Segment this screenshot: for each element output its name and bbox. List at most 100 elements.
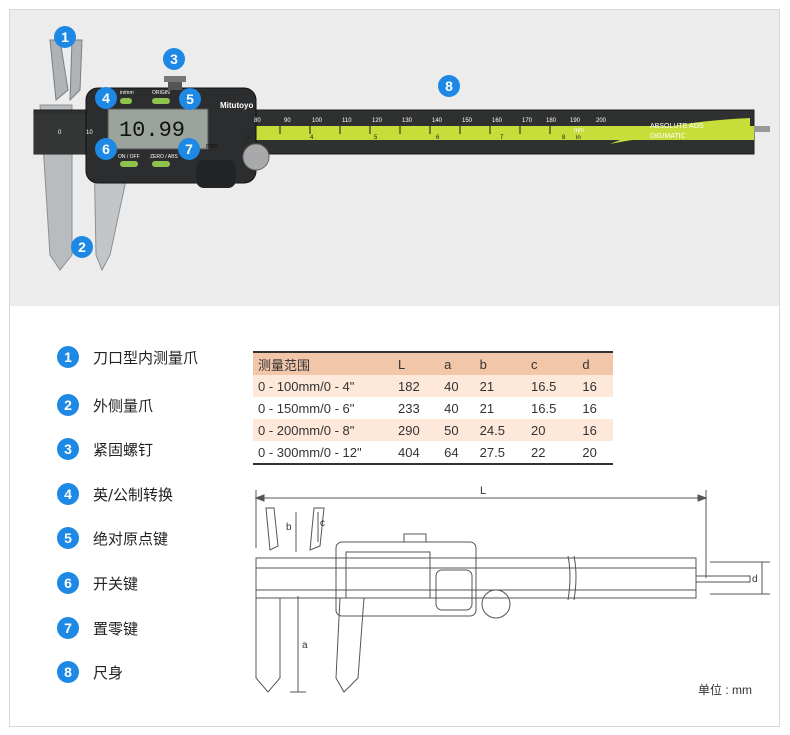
table-row: 0 - 300mm/0 - 12" 404 64 27.5 22 20: [253, 441, 613, 465]
marker-7: 7: [178, 138, 200, 160]
legend-label: 英/公制转换: [93, 485, 174, 504]
column-header: b: [474, 351, 527, 375]
legend-label: 绝对原点键: [93, 529, 169, 548]
legend-label: 紧固螺钉: [93, 440, 154, 459]
spec-table: 测量范围 L a b c d 0 - 100mm/0 - 4" 182 40 2…: [253, 351, 613, 465]
table-cell: 27.5: [474, 441, 527, 465]
table-cell: 20: [526, 419, 578, 441]
legend-item: 5 绝对原点键: [57, 525, 168, 551]
button-inch-mm-label: in/mm: [120, 90, 134, 96]
table-cell: 0 - 150mm/0 - 6": [253, 397, 393, 419]
caliper-illustration: 10.99 mm Mitutoyo in/mm ORIGIN ON / OFF …: [33, 39, 770, 272]
legend-number: 4: [57, 483, 79, 505]
table-cell: 21: [474, 375, 527, 397]
scale-label: 170: [522, 118, 533, 124]
caliper-photo: 10.99 mm Mitutoyo in/mm ORIGIN ON / OFF …: [10, 10, 779, 306]
label-b: b: [286, 522, 292, 533]
scale-label: 8: [562, 135, 566, 141]
scale-label: 160: [492, 118, 503, 124]
display-unit: mm: [206, 143, 218, 150]
legend-label: 外侧量爪: [93, 396, 154, 415]
table-cell: 16: [577, 397, 613, 419]
marker-1: 1: [54, 26, 76, 48]
scale-label: 3: [246, 135, 250, 141]
legend-item: 6 开关键: [57, 570, 138, 596]
table-cell: 233: [393, 397, 440, 419]
scale-label: mm: [574, 128, 584, 134]
legend-number: 1: [57, 346, 79, 368]
column-header: 测量范围: [253, 351, 393, 375]
table-cell: 16: [577, 419, 613, 441]
scale-label: 150: [462, 118, 473, 124]
scale-label: 140: [432, 118, 443, 124]
label-a: a: [302, 640, 308, 651]
scale-label: 80: [254, 118, 261, 124]
legend-number: 2: [57, 394, 79, 416]
scale-label: 200: [596, 118, 607, 124]
display-value: 10.99: [119, 118, 185, 143]
table-row: 0 - 200mm/0 - 8" 290 50 24.5 20 16: [253, 419, 613, 441]
scale-label: 4: [310, 135, 314, 141]
legend-label: 刀口型内测量爪: [93, 348, 199, 367]
table-cell: 0 - 100mm/0 - 4": [253, 375, 393, 397]
legend-number: 3: [57, 438, 79, 460]
legend-number: 8: [57, 661, 79, 683]
table-cell: 290: [393, 419, 440, 441]
legend-item: 4 英/公制转换: [57, 481, 173, 507]
legend-number: 6: [57, 572, 79, 594]
button-zero-label: ZERO / ABS: [150, 154, 178, 160]
scale-label: 180: [546, 118, 557, 124]
marker-8: 8: [438, 75, 460, 97]
legend-item: 3 紧固螺钉: [57, 436, 153, 462]
unit-note: 单位 : mm: [698, 683, 752, 697]
scale-label: in: [576, 135, 581, 141]
marker-4: 4: [95, 87, 117, 109]
scale-bottom-labels: 3 4 5 6 7 8 in: [246, 135, 581, 141]
table-cell: 64: [439, 441, 475, 465]
scale-label: 110: [342, 118, 352, 124]
column-header: L: [393, 351, 440, 375]
table-cell: 0 - 200mm/0 - 8": [253, 419, 393, 441]
column-header: c: [526, 351, 578, 375]
logo-line1: ABSOLUTE AOS: [650, 123, 704, 130]
scale-label: 10: [86, 130, 93, 136]
scale-label: 130: [402, 118, 413, 124]
table-cell: 22: [526, 441, 578, 465]
button-origin-label: ORIGIN: [152, 90, 170, 96]
table-cell: 21: [474, 397, 527, 419]
scale-label: 6: [436, 135, 440, 141]
scale-label: 5: [374, 135, 378, 141]
label-L: L: [480, 485, 486, 497]
marker-3: 3: [163, 48, 185, 70]
column-header: d: [577, 351, 613, 375]
legend-item: 1 刀口型内测量爪: [57, 344, 198, 370]
table-cell: 16.5: [526, 397, 578, 419]
scale-label: 90: [284, 118, 291, 124]
table-cell: 182: [393, 375, 440, 397]
scale-top-labels: 80 90 100 110 120 130 140 150 160 170 18…: [58, 118, 607, 136]
legend-item: 8 尺身: [57, 659, 123, 685]
legend-number: 7: [57, 617, 79, 639]
legend-label: 置零键: [93, 619, 139, 638]
table-cell: 20: [577, 441, 613, 465]
button-onoff-label: ON / OFF: [118, 154, 140, 160]
column-header: a: [439, 351, 475, 375]
table-cell: 40: [439, 375, 475, 397]
legend-item: 7 置零键: [57, 615, 138, 641]
legend-number: 5: [57, 527, 79, 549]
legend-label: 尺身: [93, 663, 124, 682]
legend-label: 开关键: [93, 574, 139, 593]
scale-label: 7: [500, 135, 504, 141]
scale-label: 190: [570, 118, 581, 124]
table-cell: 40: [439, 397, 475, 419]
table-cell: 0 - 300mm/0 - 12": [253, 441, 393, 465]
marker-2: 2: [71, 236, 93, 258]
table-row: 0 - 150mm/0 - 6" 233 40 21 16.5 16: [253, 397, 613, 419]
label-d: d: [752, 574, 758, 585]
scale-label: 120: [372, 118, 383, 124]
dimension-drawing-svg: L a b c d: [254, 485, 770, 693]
table-row: 0 - 100mm/0 - 4" 182 40 21 16.5 16: [253, 375, 613, 397]
brand-logo: Mitutoyo: [220, 101, 253, 110]
legend-item: 2 外侧量爪: [57, 392, 153, 418]
marker-5: 5: [179, 88, 201, 110]
